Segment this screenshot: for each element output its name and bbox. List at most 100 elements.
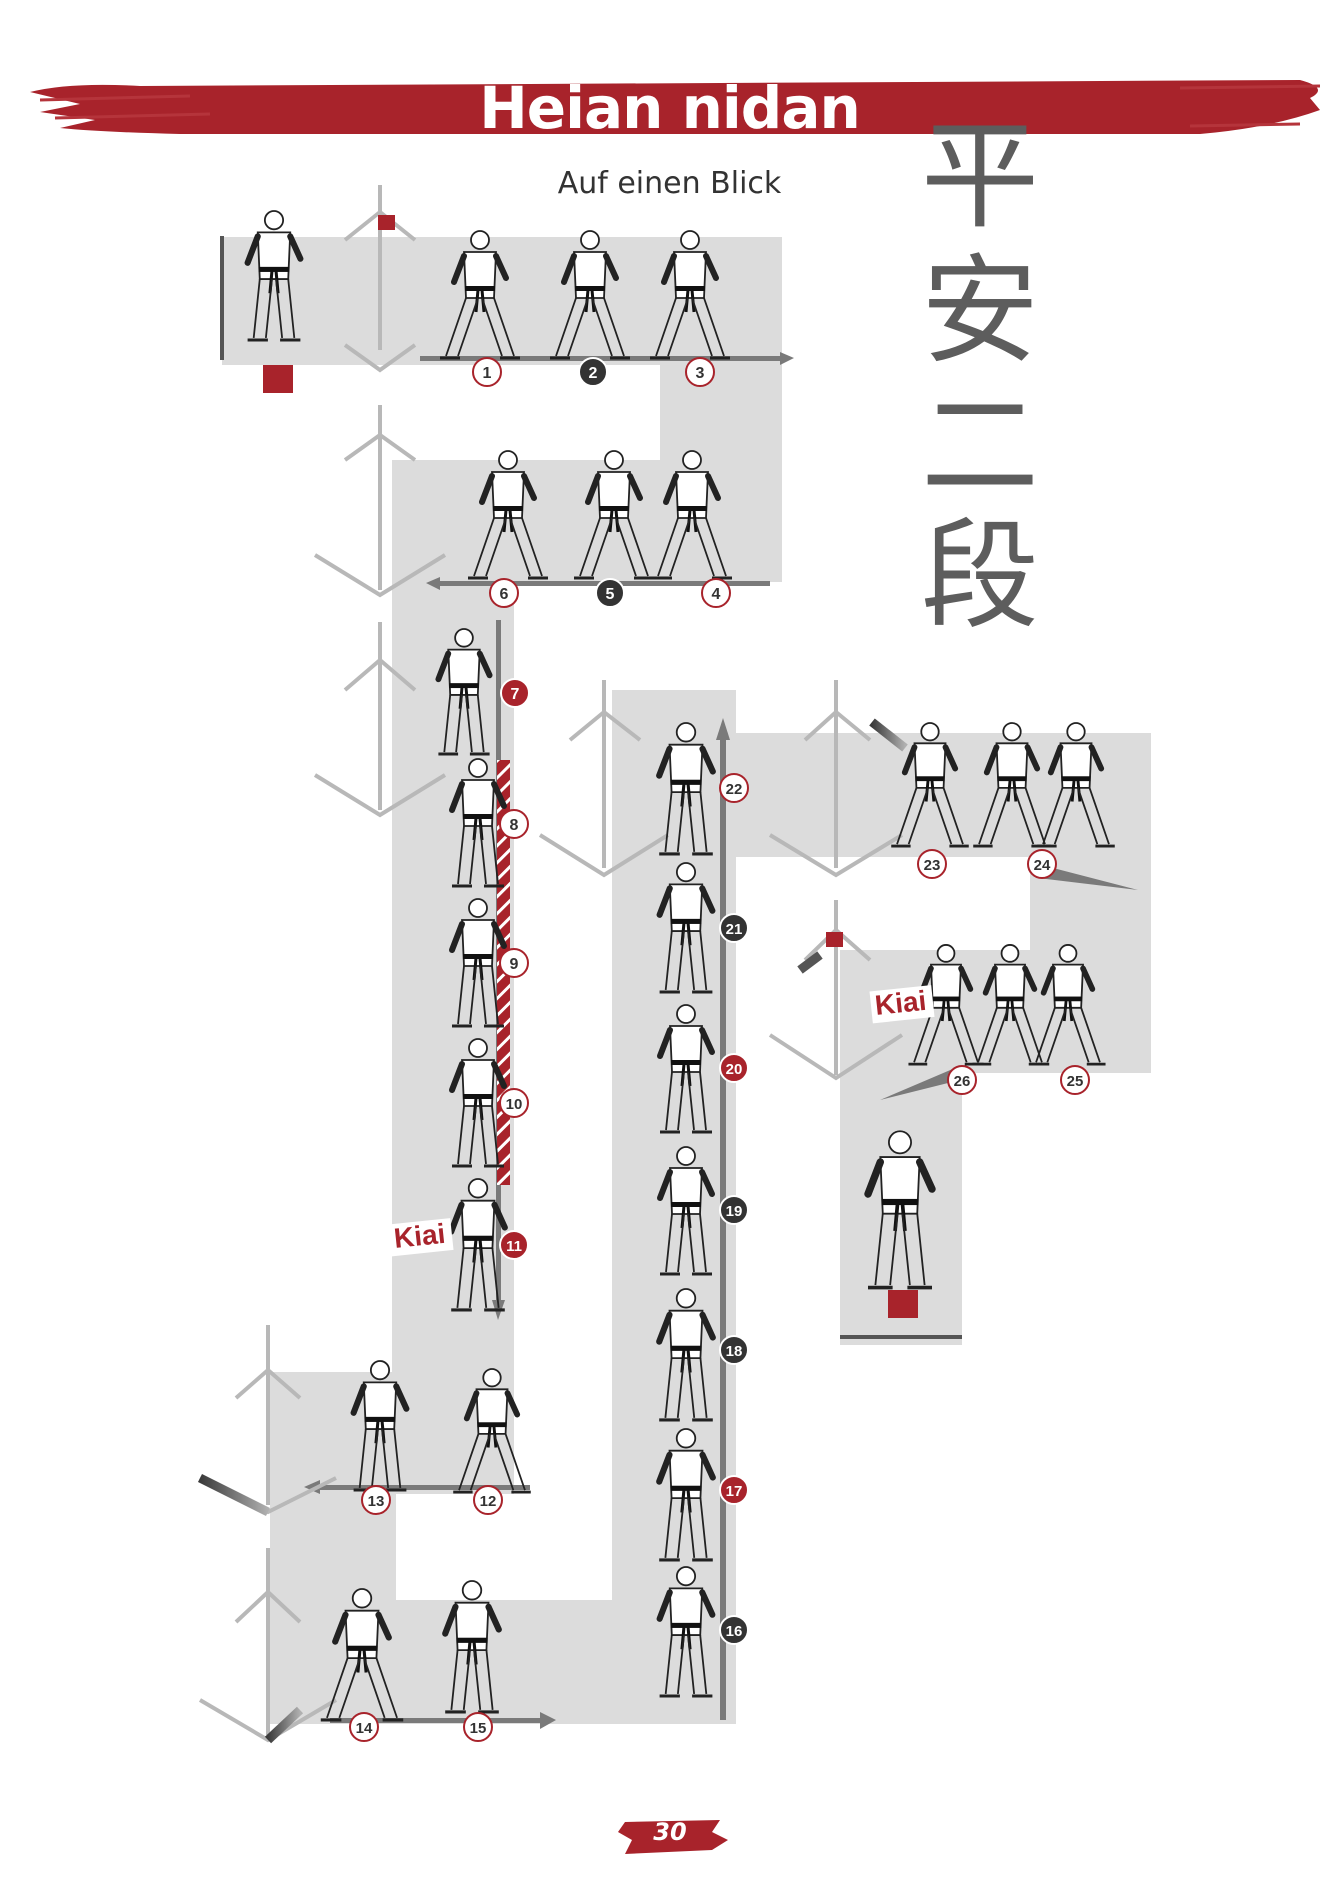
karateka-figure	[656, 1566, 716, 1698]
step-badge-14: 14	[349, 1712, 379, 1742]
step-badge-26: 26	[947, 1065, 977, 1095]
karateka-figure	[440, 230, 520, 360]
karateka-figures	[244, 210, 1115, 1722]
step-number: 3	[696, 365, 705, 382]
step-number: 13	[368, 1493, 385, 1510]
step-number: 26	[954, 1073, 971, 1090]
karateka-figure	[449, 758, 507, 888]
step-badge-24: 24	[1027, 849, 1057, 879]
step-number: 20	[726, 1061, 743, 1078]
compass-highlights	[197, 220, 908, 1744]
step-badge-25: 25	[1060, 1065, 1090, 1095]
karateka-figure	[449, 1038, 507, 1168]
karateka-figure	[656, 862, 716, 994]
step-badge-23: 23	[917, 849, 947, 879]
step-number: 10	[506, 1096, 523, 1113]
step-badge-6: 6	[489, 578, 519, 608]
step-badge-21: 21	[719, 913, 749, 943]
step-badge-18: 18	[719, 1335, 749, 1365]
step-number: 4	[712, 586, 721, 603]
step-badge-16: 16	[719, 1615, 749, 1645]
step-number: 8	[510, 817, 519, 834]
karateka-figure	[656, 1428, 716, 1562]
karateka-figure	[652, 450, 732, 580]
karateka-figure	[453, 1368, 531, 1494]
step-number: 2	[589, 365, 598, 382]
header-brush-stroke	[30, 80, 1321, 134]
svg-text:Kiai: Kiai	[392, 1218, 446, 1254]
step-badge-4: 4	[701, 578, 731, 608]
step-badge-9: 9	[499, 948, 529, 978]
start-marker	[220, 236, 293, 393]
step-number: 12	[480, 1493, 497, 1510]
step-badge-2: 2	[578, 357, 608, 387]
step-number: 17	[726, 1483, 743, 1500]
step-badge-19: 19	[719, 1195, 749, 1225]
karateka-figure	[468, 450, 548, 580]
karateka-figure	[657, 1004, 715, 1134]
kanji-ni: 二	[920, 377, 1039, 515]
step-badge-17: 17	[719, 1475, 749, 1505]
kanji-an: 安	[920, 242, 1039, 380]
karateka-figure	[972, 944, 1048, 1066]
step-badge-10: 10	[499, 1088, 529, 1118]
page-title: Heian nidan	[479, 74, 861, 142]
page-number: 30	[653, 1818, 687, 1846]
step-number: 5	[606, 586, 615, 603]
karateka-figure	[350, 1360, 410, 1492]
step-badge-8: 8	[499, 809, 529, 839]
karateka-figure	[442, 1580, 502, 1714]
step-number: 25	[1067, 1073, 1084, 1090]
step-badge-7: 7	[500, 678, 530, 708]
kanji-dan: 段	[920, 507, 1039, 645]
svg-text:Kiai: Kiai	[873, 985, 927, 1021]
step-number: 9	[510, 956, 519, 973]
step-badge-3: 3	[685, 357, 715, 387]
karateka-figure	[435, 628, 493, 756]
karateka-figure	[574, 450, 654, 580]
karateka-figure	[656, 722, 716, 856]
step-number: 6	[500, 586, 509, 603]
kiai-label: Kiai	[388, 1218, 454, 1257]
step-number: 16	[726, 1623, 743, 1640]
karateka-figure	[908, 944, 984, 1066]
karateka-figure	[973, 722, 1051, 848]
step-number: 14	[356, 1720, 373, 1737]
step-number: 11	[506, 1238, 522, 1255]
compass-red-squares	[378, 215, 843, 947]
step-badge-20: 20	[719, 1053, 749, 1083]
step-number: 23	[924, 857, 941, 874]
step-number: 1	[483, 365, 492, 382]
karateka-figure	[1030, 944, 1106, 1066]
step-badge-11: 11	[499, 1230, 529, 1260]
step-number: 18	[726, 1343, 743, 1360]
step-badge-5: 5	[595, 578, 625, 608]
step-badge-15: 15	[463, 1712, 493, 1742]
path-floor	[222, 237, 1151, 1724]
step-badge-22: 22	[719, 773, 749, 803]
karateka-figure	[448, 1178, 508, 1312]
step-number: 24	[1034, 857, 1051, 874]
step-number: 19	[726, 1203, 743, 1220]
karateka-figure	[550, 230, 630, 360]
step-number: 7	[511, 686, 520, 703]
step-number: 21	[726, 921, 743, 938]
step-number: 22	[726, 781, 743, 798]
kiai-label: Kiai	[869, 985, 935, 1024]
kanji-hei: 平	[920, 107, 1039, 245]
karateka-figure	[244, 210, 304, 342]
karateka-figure	[657, 1146, 715, 1276]
karateka-figure	[650, 230, 730, 360]
step-badge-1: 1	[472, 357, 502, 387]
karateka-figure	[1037, 722, 1115, 848]
karateka-figure	[320, 1588, 404, 1722]
step-number: 15	[470, 1720, 487, 1737]
karateka-figure	[891, 722, 969, 848]
karateka-figure	[864, 1130, 936, 1290]
karateka-figure	[449, 898, 507, 1028]
page-subtitle: Auf einen Blick	[557, 166, 782, 201]
step-badge-12: 12	[473, 1485, 503, 1515]
step-badge-13: 13	[361, 1485, 391, 1515]
